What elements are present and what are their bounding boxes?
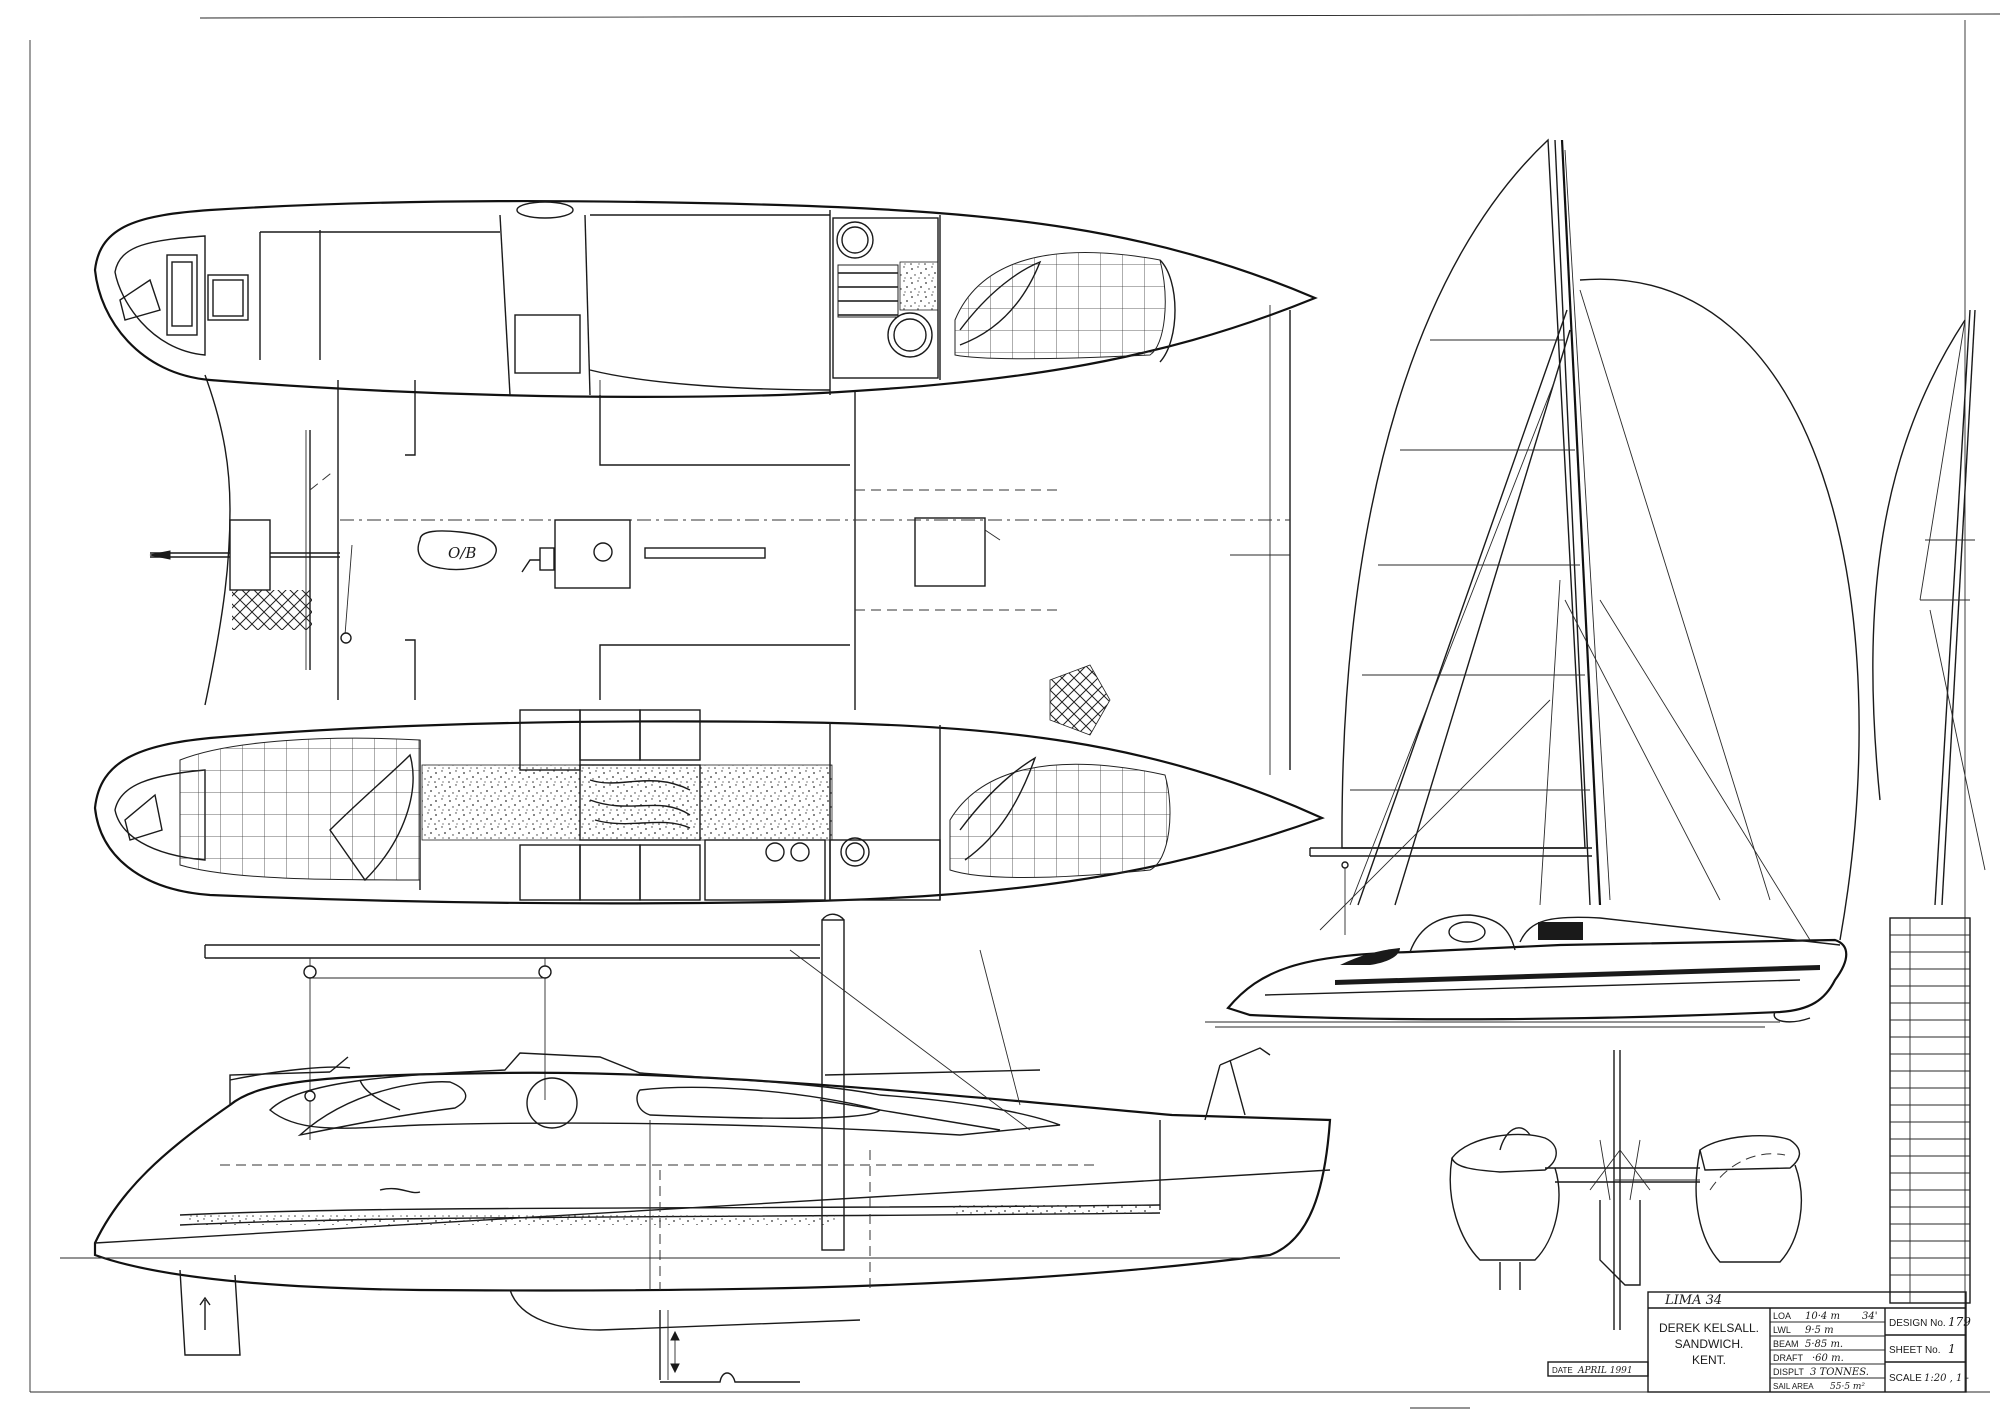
designer-name: DEREK KELSALL. (1659, 1321, 1759, 1335)
scale-label: SCALE (1889, 1373, 1922, 1384)
date-value: APRIL 1991 (1577, 1366, 1633, 1376)
front-view (1449, 1050, 1802, 1330)
design-name: LIMA 34 (1664, 1293, 1722, 1308)
spec-label-beam: BEAM (1773, 1339, 1799, 1349)
offsets-table (1889, 917, 1971, 1304)
spec-label-lwl: LWL (1773, 1325, 1791, 1335)
design-no-label: DESIGN No. (1889, 1318, 1946, 1329)
spec-value-lwl: 9·5 m (1805, 1325, 1834, 1336)
spec-value-displacement: 3 TONNES. (1810, 1367, 1869, 1378)
design-no-value: 179 (1948, 1315, 1971, 1329)
plan-view: O/B (93, 199, 1325, 905)
side-profile-view (60, 913, 1340, 1383)
designer-county: KENT. (1692, 1353, 1726, 1367)
title-block: LIMA 34 DEREK KELSALL. SANDWICH. KENT. L… (1547, 1291, 1971, 1393)
spec-value-loa: 10·4 m (1805, 1311, 1840, 1322)
spec-value-sail-area: 55·5 m² (1830, 1382, 1865, 1392)
spec-extra-loa: 34' (1862, 1311, 1877, 1322)
sheet-no-label: SHEET No. (1889, 1345, 1941, 1356)
sheet-border (29, 13, 2000, 1393)
outboard-label: O/B (448, 544, 476, 562)
scale-value: 1:20 , 1 - (1924, 1373, 1970, 1384)
spec-label-sail-area: SAIL AREA (1773, 1382, 1814, 1391)
sail-plan-view (1205, 138, 1986, 1028)
spec-value-beam: 5·85 m. (1805, 1339, 1843, 1350)
spec-label-draft: DRAFT (1773, 1353, 1803, 1363)
date-label: DATE (1552, 1366, 1573, 1375)
sheet-no-value: 1 (1948, 1342, 1956, 1356)
spec-label-loa: LOA (1773, 1311, 1791, 1321)
designer-town: SANDWICH. (1675, 1337, 1744, 1351)
spec-label-displacement: DISPLT (1773, 1367, 1804, 1377)
spec-value-draft: ·60 m. (1812, 1353, 1844, 1364)
